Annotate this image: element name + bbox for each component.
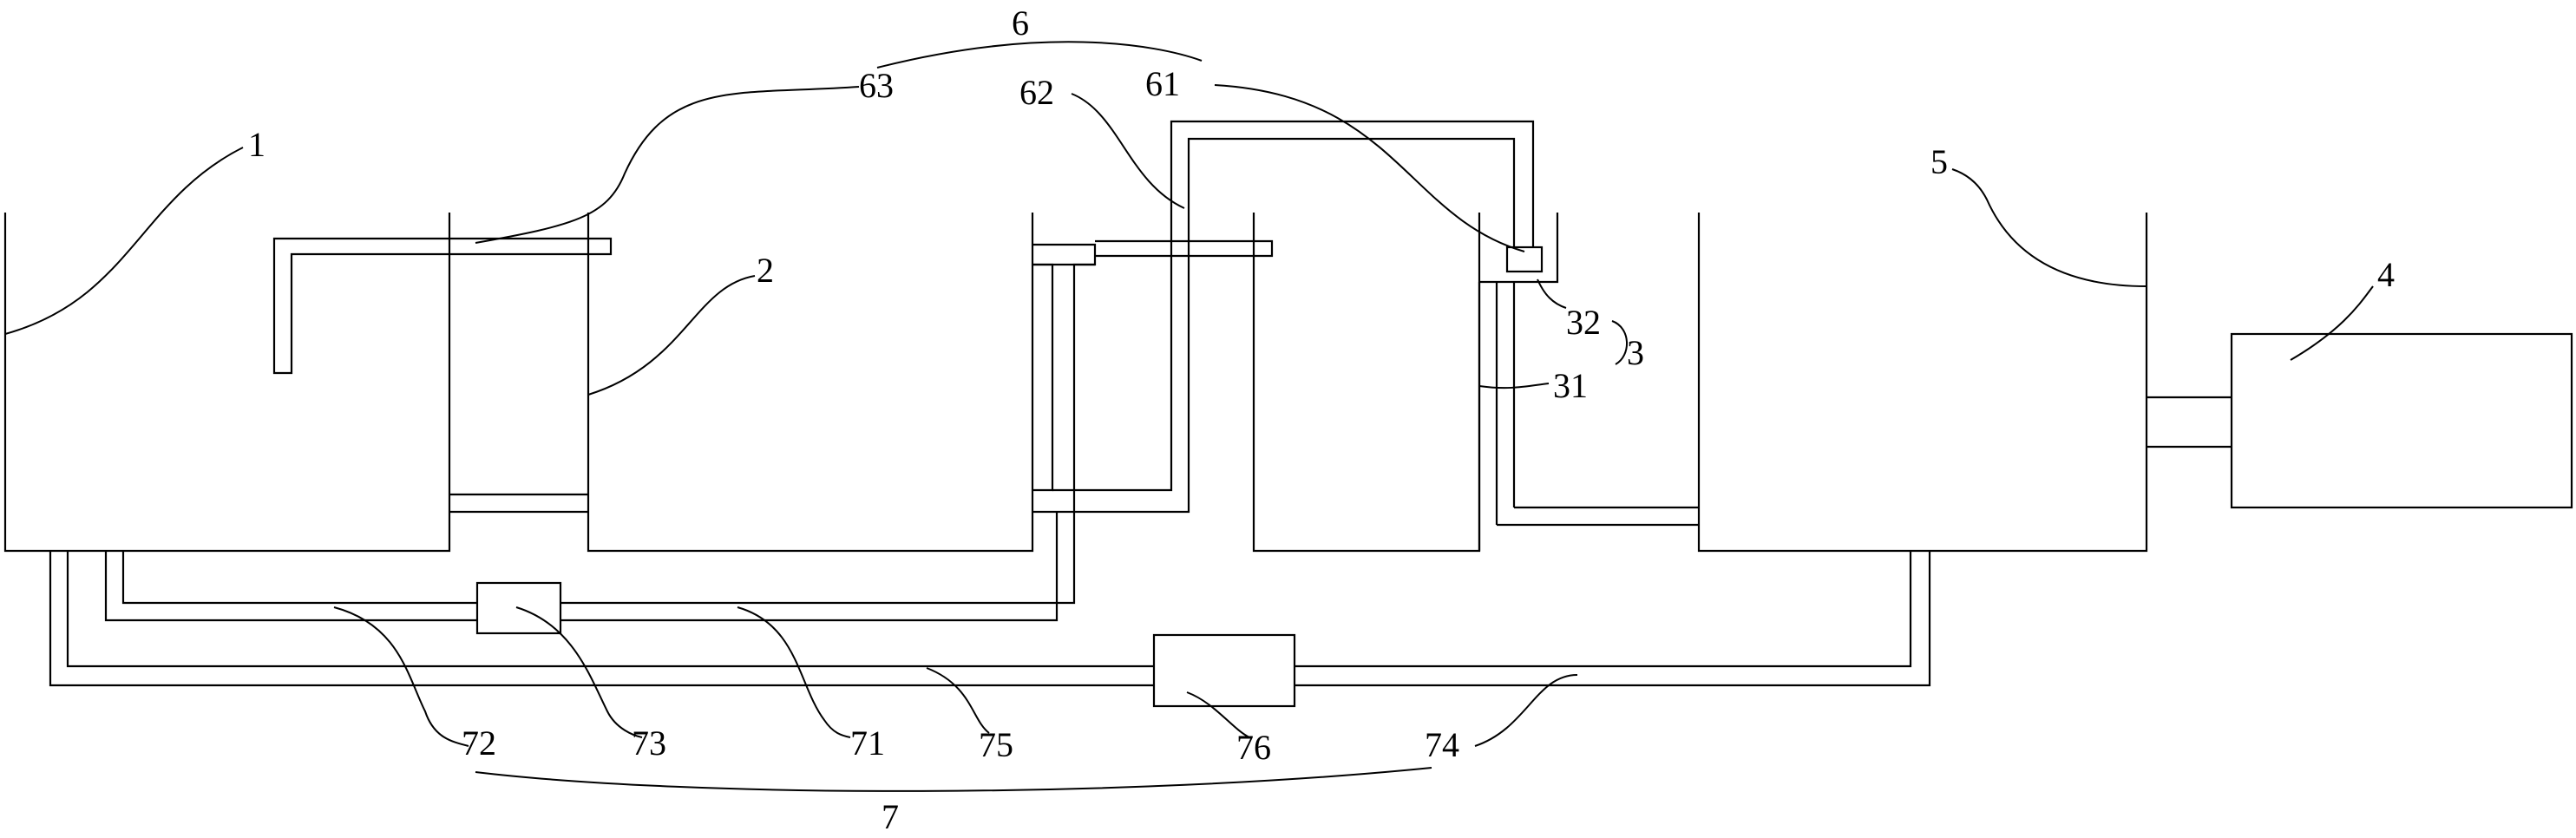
device-4 [2230, 332, 2573, 509]
label-63: 63 [859, 66, 894, 105]
label-76: 76 [1236, 728, 1271, 767]
tank-2 [587, 213, 1034, 553]
tank-1 [3, 213, 451, 553]
label-61: 61 [1145, 64, 1180, 103]
label-62: 62 [1019, 73, 1054, 112]
pipe-63 [272, 237, 613, 375]
tank-5 [1697, 213, 2148, 553]
pipe-71 [104, 512, 1076, 622]
leader-lines [4, 41, 2374, 792]
label-6: 6 [1012, 3, 1029, 43]
pipe-31-to-5 [1478, 282, 1699, 551]
component-31 [1479, 213, 1559, 284]
labels: 1 2 3 31 32 4 5 6 61 62 63 7 71 72 73 74… [248, 3, 2395, 836]
label-75: 75 [979, 725, 1013, 764]
label-31: 31 [1553, 366, 1588, 405]
component-32 [1505, 246, 1544, 273]
label-5: 5 [1930, 142, 1948, 181]
label-3: 3 [1627, 333, 1644, 372]
label-74: 74 [1425, 725, 1459, 764]
device-76 [1152, 633, 1296, 708]
label-2: 2 [757, 251, 774, 290]
label-71: 71 [850, 723, 885, 763]
pipe-5-to-4 [2147, 396, 2232, 448]
tank-3 [1252, 213, 1481, 553]
pipe-74-75 [49, 551, 1931, 687]
pipe-62 [1032, 120, 1535, 514]
label-73: 73 [632, 723, 666, 763]
label-72: 72 [462, 723, 496, 763]
label-32: 32 [1566, 303, 1601, 342]
label-4: 4 [2377, 255, 2395, 294]
label-1: 1 [248, 125, 265, 164]
pipe-tank1-tank2 [449, 493, 588, 514]
label-7: 7 [882, 797, 899, 836]
